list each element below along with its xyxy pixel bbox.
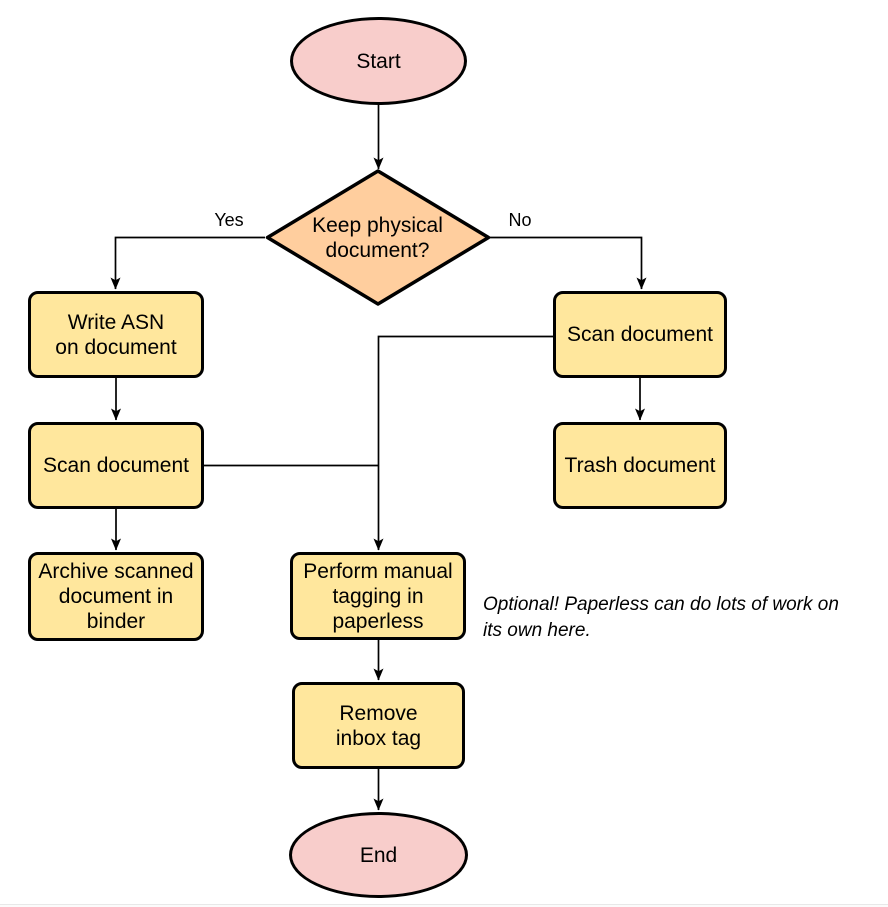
edge-decision-no-to-scan-right xyxy=(490,236,647,290)
edge-label-yes: Yes xyxy=(214,210,244,230)
edge-decision-yes-to-write-asn xyxy=(110,236,265,290)
node-scan-document-right: Scan document xyxy=(553,291,727,378)
node-write-asn: Write ASN on document xyxy=(28,291,204,378)
node-start: Start xyxy=(290,17,467,105)
edge-label-no: No xyxy=(508,210,532,230)
edge-scan-right-to-tagging xyxy=(373,335,553,551)
page-bottom-edge xyxy=(0,904,888,907)
decision-diamond-shape xyxy=(265,169,491,306)
optional-note: Optional! Paperless can do lots of work … xyxy=(483,594,839,641)
node-manual-tagging: Perform manual tagging in paperless xyxy=(290,552,466,640)
node-remove-inbox-tag: Remove inbox tag xyxy=(292,682,465,769)
node-decision: Keep physical document? xyxy=(312,213,443,262)
node-end: End xyxy=(289,812,468,898)
node-archive-scanned: Archive scanned document in binder xyxy=(28,552,204,641)
node-trash-document: Trash document xyxy=(553,422,727,509)
node-scan-document-left: Scan document xyxy=(28,422,204,509)
